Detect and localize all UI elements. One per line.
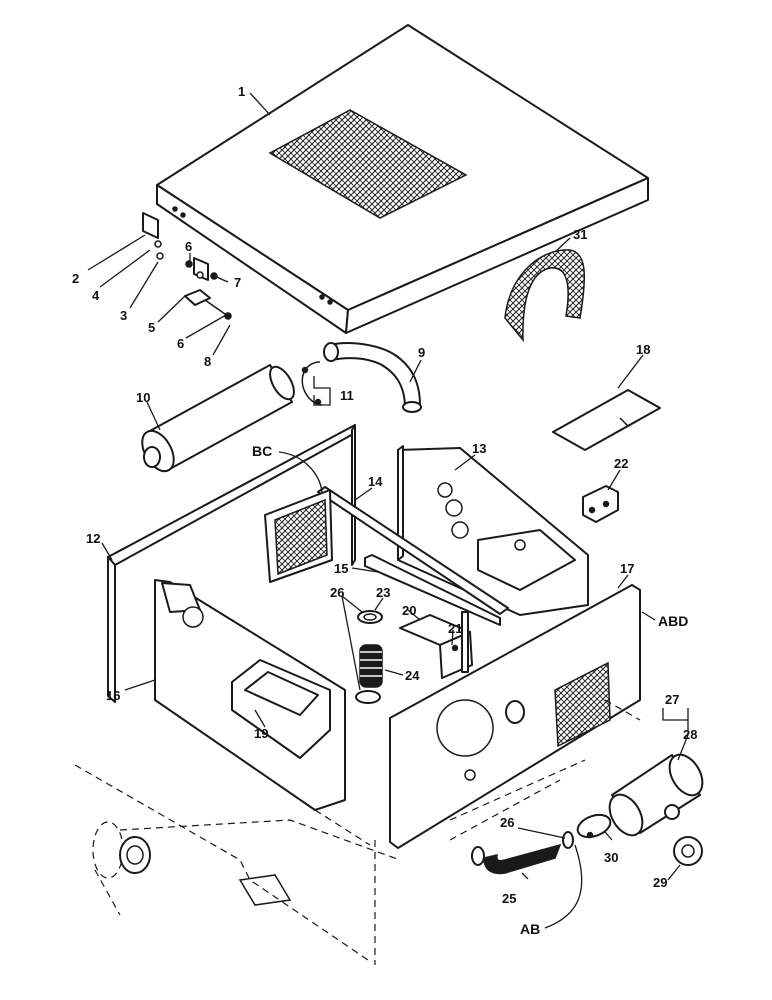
- callout-7: 7: [234, 275, 241, 290]
- callout-15: 15: [334, 561, 348, 576]
- callout-26a: 26: [330, 585, 344, 600]
- ref-abd: ABD: [658, 613, 688, 629]
- callout-25: 25: [502, 891, 516, 906]
- ref-ab: AB: [520, 921, 540, 937]
- callout-14: 14: [368, 474, 383, 489]
- top-cover: [156, 24, 649, 334]
- intake-hose: [471, 831, 574, 875]
- muffler-clamp: [301, 361, 323, 406]
- callout-17: 17: [620, 561, 634, 576]
- air-cleaner-cap: [673, 836, 703, 866]
- callout-16: 16: [106, 688, 120, 703]
- bracket-21: [451, 611, 469, 673]
- callout-9: 9: [418, 345, 425, 360]
- callout-4: 4: [92, 288, 100, 303]
- callout-12: 12: [86, 531, 100, 546]
- inner-mesh-panel: [264, 489, 333, 583]
- hose-clamp-30: [576, 813, 612, 839]
- callout-18: 18: [636, 342, 650, 357]
- cross-bar: [317, 486, 509, 615]
- callout-11: 11: [340, 388, 354, 403]
- hose-clamp-lower: [355, 690, 381, 704]
- cover-plate: [552, 389, 661, 451]
- callout-6b: 6: [177, 336, 184, 351]
- bracket-hardware-lower: [184, 257, 232, 320]
- callout-23: 23: [376, 585, 390, 600]
- callout-13: 13: [472, 441, 486, 456]
- hose-clamp-upper: [357, 610, 383, 624]
- callout-26b: 26: [500, 815, 514, 830]
- callout-1: 1: [238, 84, 245, 99]
- bracket-hardware-upper: [142, 212, 164, 260]
- callout-5: 5: [148, 320, 155, 335]
- callout-22: 22: [614, 456, 628, 471]
- callout-29: 29: [653, 875, 667, 890]
- lower-frame-outline: [74, 699, 641, 965]
- front-right-panel: [389, 584, 641, 849]
- fan-pulley: [92, 821, 151, 879]
- callout-8: 8: [204, 354, 211, 369]
- center-bracket: [364, 554, 501, 626]
- muffler: [141, 364, 295, 473]
- callout-31: 31: [573, 227, 587, 242]
- callout-30: 30: [604, 850, 618, 865]
- lower-support-bracket: [231, 659, 331, 759]
- callout-3: 3: [120, 308, 127, 323]
- callout-19: 19: [254, 726, 268, 741]
- exhaust-pipe: [323, 342, 422, 413]
- leader-lines: [87, 92, 689, 929]
- air-cleaner: [608, 753, 704, 837]
- callout-21: 21: [448, 621, 462, 636]
- callout-labels: 1 2 4 3 6 7 5 6 8 9 10 11 31 18 22 BC 14…: [72, 84, 697, 937]
- callout-10: 10: [136, 390, 150, 405]
- callout-27: 27: [665, 692, 679, 707]
- top-cover-mesh-screen: [268, 109, 468, 219]
- callout-24: 24: [405, 668, 420, 683]
- callout-20: 20: [402, 603, 416, 618]
- callout-2: 2: [72, 271, 79, 286]
- flex-hose: [359, 644, 383, 688]
- callout-6a: 6: [185, 239, 192, 254]
- callout-28: 28: [683, 727, 697, 742]
- left-side-panel: [107, 424, 356, 703]
- heat-shield: [504, 249, 586, 343]
- mounting-bracket: [582, 485, 619, 523]
- ref-bc: BC: [252, 443, 272, 459]
